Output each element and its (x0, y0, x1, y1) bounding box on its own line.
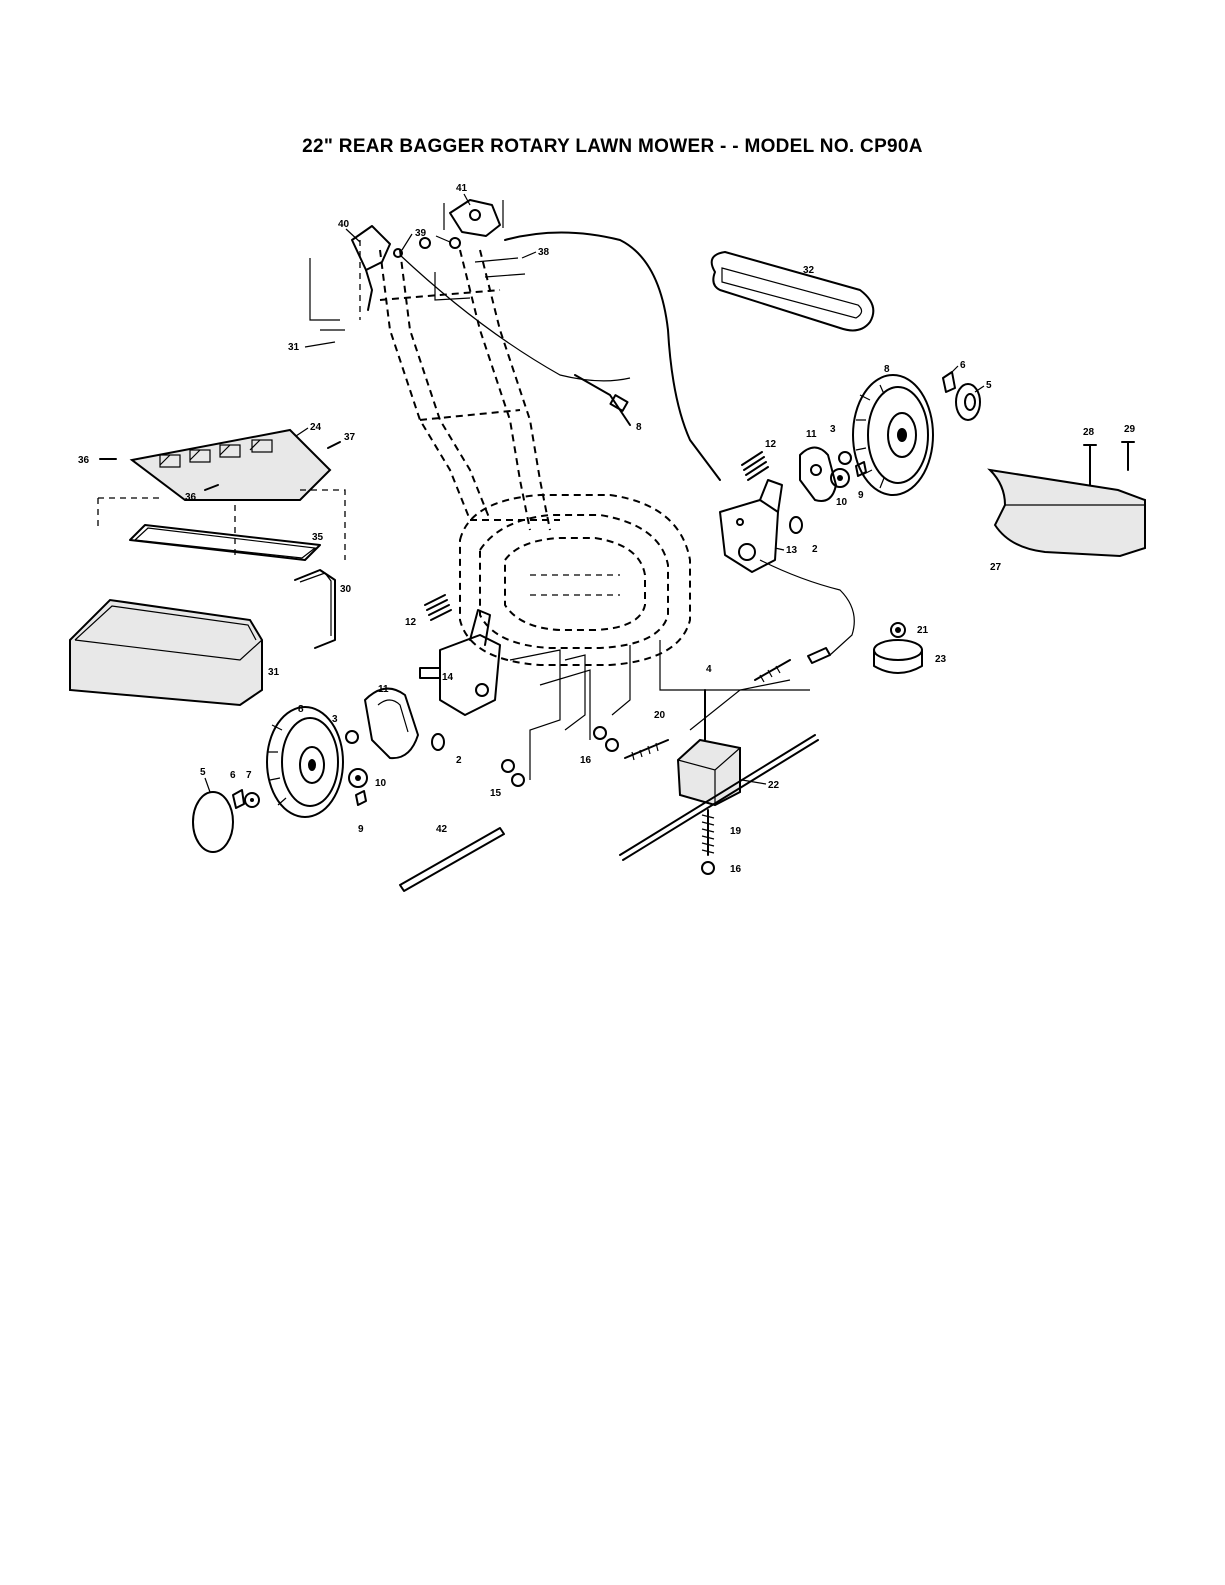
part-12-right-spring: 12 (742, 439, 777, 480)
callout-28: 28 (1083, 427, 1095, 438)
callout-40: 40 (338, 219, 350, 230)
callout-11-right: 11 (806, 429, 817, 440)
callout-16-upper: 16 (580, 755, 592, 766)
part-4-pin: 4 (705, 664, 712, 740)
part-8-right-wheel: 8 (853, 364, 933, 495)
part-37-screw: 37 (328, 432, 356, 448)
part-3-right-washer: 3 (830, 424, 851, 464)
callout-31-bolt: 31 (288, 342, 300, 353)
part-2-left-washer: 2 (432, 734, 462, 766)
part-5-left-cap: 5 (193, 767, 233, 852)
part-31-bolt: 31 (288, 258, 345, 353)
part-38-bolts: 38 (435, 247, 550, 300)
callout-7: 7 (246, 770, 252, 781)
callout-36-lower: 36 (185, 492, 197, 503)
part-16-lower-nut: 16 (702, 862, 742, 875)
callout-11-left: 11 (378, 684, 389, 695)
part-6-left: 6 (230, 770, 244, 808)
callout-24: 24 (310, 422, 322, 433)
callout-29: 29 (1124, 424, 1136, 435)
callout-21: 21 (917, 625, 929, 636)
callout-2-left: 2 (456, 755, 462, 766)
part-27-rear-shield: 27 (990, 470, 1145, 573)
callout-41: 41 (456, 183, 468, 194)
callout-37: 37 (344, 432, 356, 443)
callout-4: 4 (706, 664, 712, 675)
part-16-nuts: 16 (580, 727, 618, 766)
callout-23: 23 (935, 654, 947, 665)
part-41-control: 41 (444, 183, 503, 236)
callout-6-right: 6 (960, 360, 966, 371)
part-15-nut: 15 (490, 760, 524, 799)
callout-9-right: 9 (858, 490, 864, 501)
callout-31-bag: 31 (268, 667, 280, 678)
part-11-left-cover: 11 (365, 684, 418, 758)
callout-10-left: 10 (375, 778, 387, 789)
part-42-bar: 42 (400, 824, 504, 891)
part-36-screw-left: 36 (78, 455, 116, 466)
callout-16-lower: 16 (730, 864, 742, 875)
part-13-bracket: 13 (720, 480, 798, 572)
callout-20: 20 (654, 710, 666, 721)
callout-39: 39 (415, 228, 427, 239)
callout-10-right: 10 (836, 497, 848, 508)
callout-12-right: 12 (765, 439, 777, 450)
part-10-left-gear: 10 (349, 769, 387, 789)
part-23-cap: 23 (874, 640, 947, 673)
callout-36-left: 36 (78, 455, 90, 466)
callout-14: 14 (442, 672, 454, 683)
part-8-cable-end: 8 (575, 375, 642, 433)
part-19-spring: 19 (702, 810, 742, 855)
callout-3-right: 3 (830, 424, 836, 435)
part-21-knob: 21 (891, 623, 929, 637)
part-29-bolt: 29 (1122, 424, 1136, 470)
cable-spring-and-end (755, 648, 830, 682)
callout-19: 19 (730, 826, 742, 837)
part-35-bag-frame: 35 (130, 525, 324, 560)
callout-5-left: 5 (200, 767, 206, 778)
part-11-right-cover: 11 (800, 429, 836, 501)
part-14-bracket: 14 (420, 610, 500, 715)
part-40-lever: 40 39 (338, 219, 460, 310)
callout-42: 42 (436, 824, 448, 835)
part-9-left: 9 (356, 791, 366, 835)
callout-35: 35 (312, 532, 324, 543)
callout-22: 22 (768, 780, 780, 791)
part-31-grass-bag: 31 (70, 600, 280, 705)
part-9-right: 9 (856, 462, 866, 501)
part-24-bag-top: 24 (132, 422, 330, 500)
callout-30: 30 (340, 584, 352, 595)
callout-13: 13 (786, 545, 798, 556)
part-12-left-spring: 12 (405, 595, 451, 628)
callout-6-left: 6 (230, 770, 236, 781)
part-20-spring: 20 (625, 710, 668, 760)
callout-8-right-wheel: 8 (884, 364, 890, 375)
callout-38: 38 (538, 247, 550, 258)
callout-8-cable: 8 (636, 422, 642, 433)
part-5-right-cap: 5 (956, 380, 992, 420)
part-22-transmission: 22 (620, 680, 818, 860)
part-32-belt: 32 (712, 252, 874, 330)
callout-5-right: 5 (986, 380, 992, 391)
part-7-nut: 7 (245, 770, 259, 807)
callout-12-left: 12 (405, 617, 417, 628)
part-30-bag-handle: 30 (295, 570, 352, 648)
callout-8-left-wheel: 8 (298, 704, 304, 715)
callout-2-right: 2 (812, 544, 818, 555)
control-cables (400, 233, 854, 656)
callout-15: 15 (490, 788, 502, 799)
callout-27: 27 (990, 562, 1002, 573)
handle-assembly (360, 240, 560, 530)
callout-32: 32 (803, 265, 815, 276)
callout-3-left: 3 (332, 714, 338, 725)
callout-9-left: 9 (358, 824, 364, 835)
